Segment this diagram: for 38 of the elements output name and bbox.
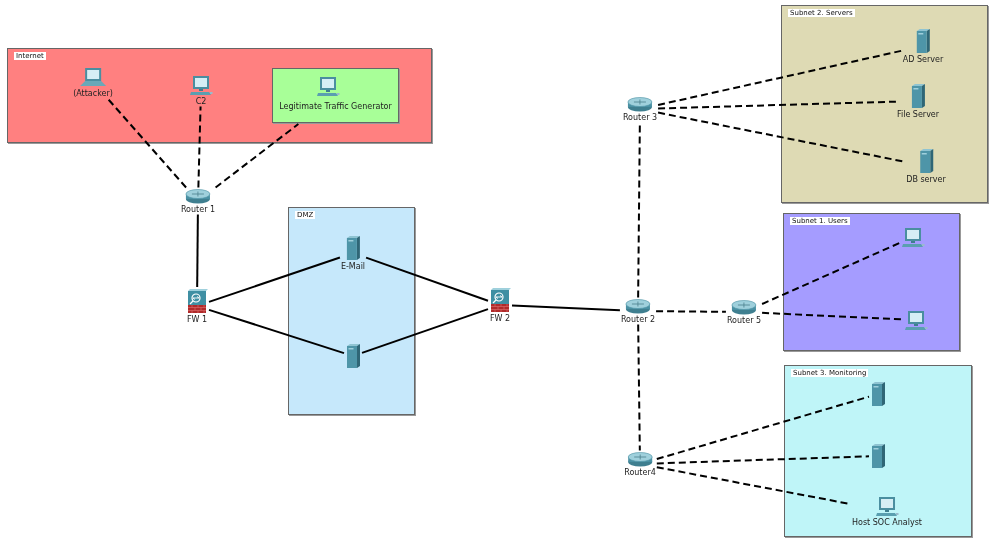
zone-box bbox=[784, 365, 972, 537]
device-label: (Attacker) bbox=[73, 88, 113, 98]
device-label: C2 bbox=[195, 96, 207, 106]
zone-box bbox=[288, 207, 415, 415]
network-link bbox=[511, 304, 621, 312]
network-link bbox=[208, 256, 341, 303]
network-link bbox=[657, 49, 903, 106]
network-link bbox=[197, 105, 202, 189]
network-link bbox=[208, 308, 345, 355]
network-link bbox=[761, 311, 904, 321]
device-label: AD Server bbox=[902, 55, 944, 64]
device-label: DB server bbox=[906, 175, 946, 184]
device-label: Router4 bbox=[624, 467, 656, 477]
device-label: Router 3 bbox=[622, 112, 658, 122]
device-label: Host SOC Analyst bbox=[852, 517, 922, 527]
network-link bbox=[637, 323, 641, 452]
network-link bbox=[655, 455, 870, 465]
device-label: FW 1 bbox=[186, 315, 208, 324]
zone-box bbox=[7, 48, 432, 143]
zone-box bbox=[272, 68, 399, 123]
network-link bbox=[196, 213, 199, 288]
zone-label: Legitimate Traffic Generator bbox=[279, 102, 392, 111]
network-link bbox=[655, 395, 870, 461]
device-label: E-Mail bbox=[340, 262, 366, 271]
device-label: Router 1 bbox=[180, 204, 216, 214]
network-link bbox=[761, 241, 901, 305]
network-link bbox=[214, 123, 300, 189]
device-label: FW 2 bbox=[489, 314, 511, 323]
network-link bbox=[655, 310, 727, 313]
network-link bbox=[106, 97, 188, 189]
zone-box bbox=[781, 5, 988, 203]
device-label: Router 2 bbox=[620, 314, 656, 324]
network-link bbox=[365, 256, 489, 302]
network-link bbox=[361, 308, 489, 354]
device-label: File Server bbox=[896, 110, 940, 119]
network-link bbox=[657, 100, 897, 110]
device-label: Router 5 bbox=[726, 315, 762, 325]
zone-box bbox=[783, 213, 960, 351]
